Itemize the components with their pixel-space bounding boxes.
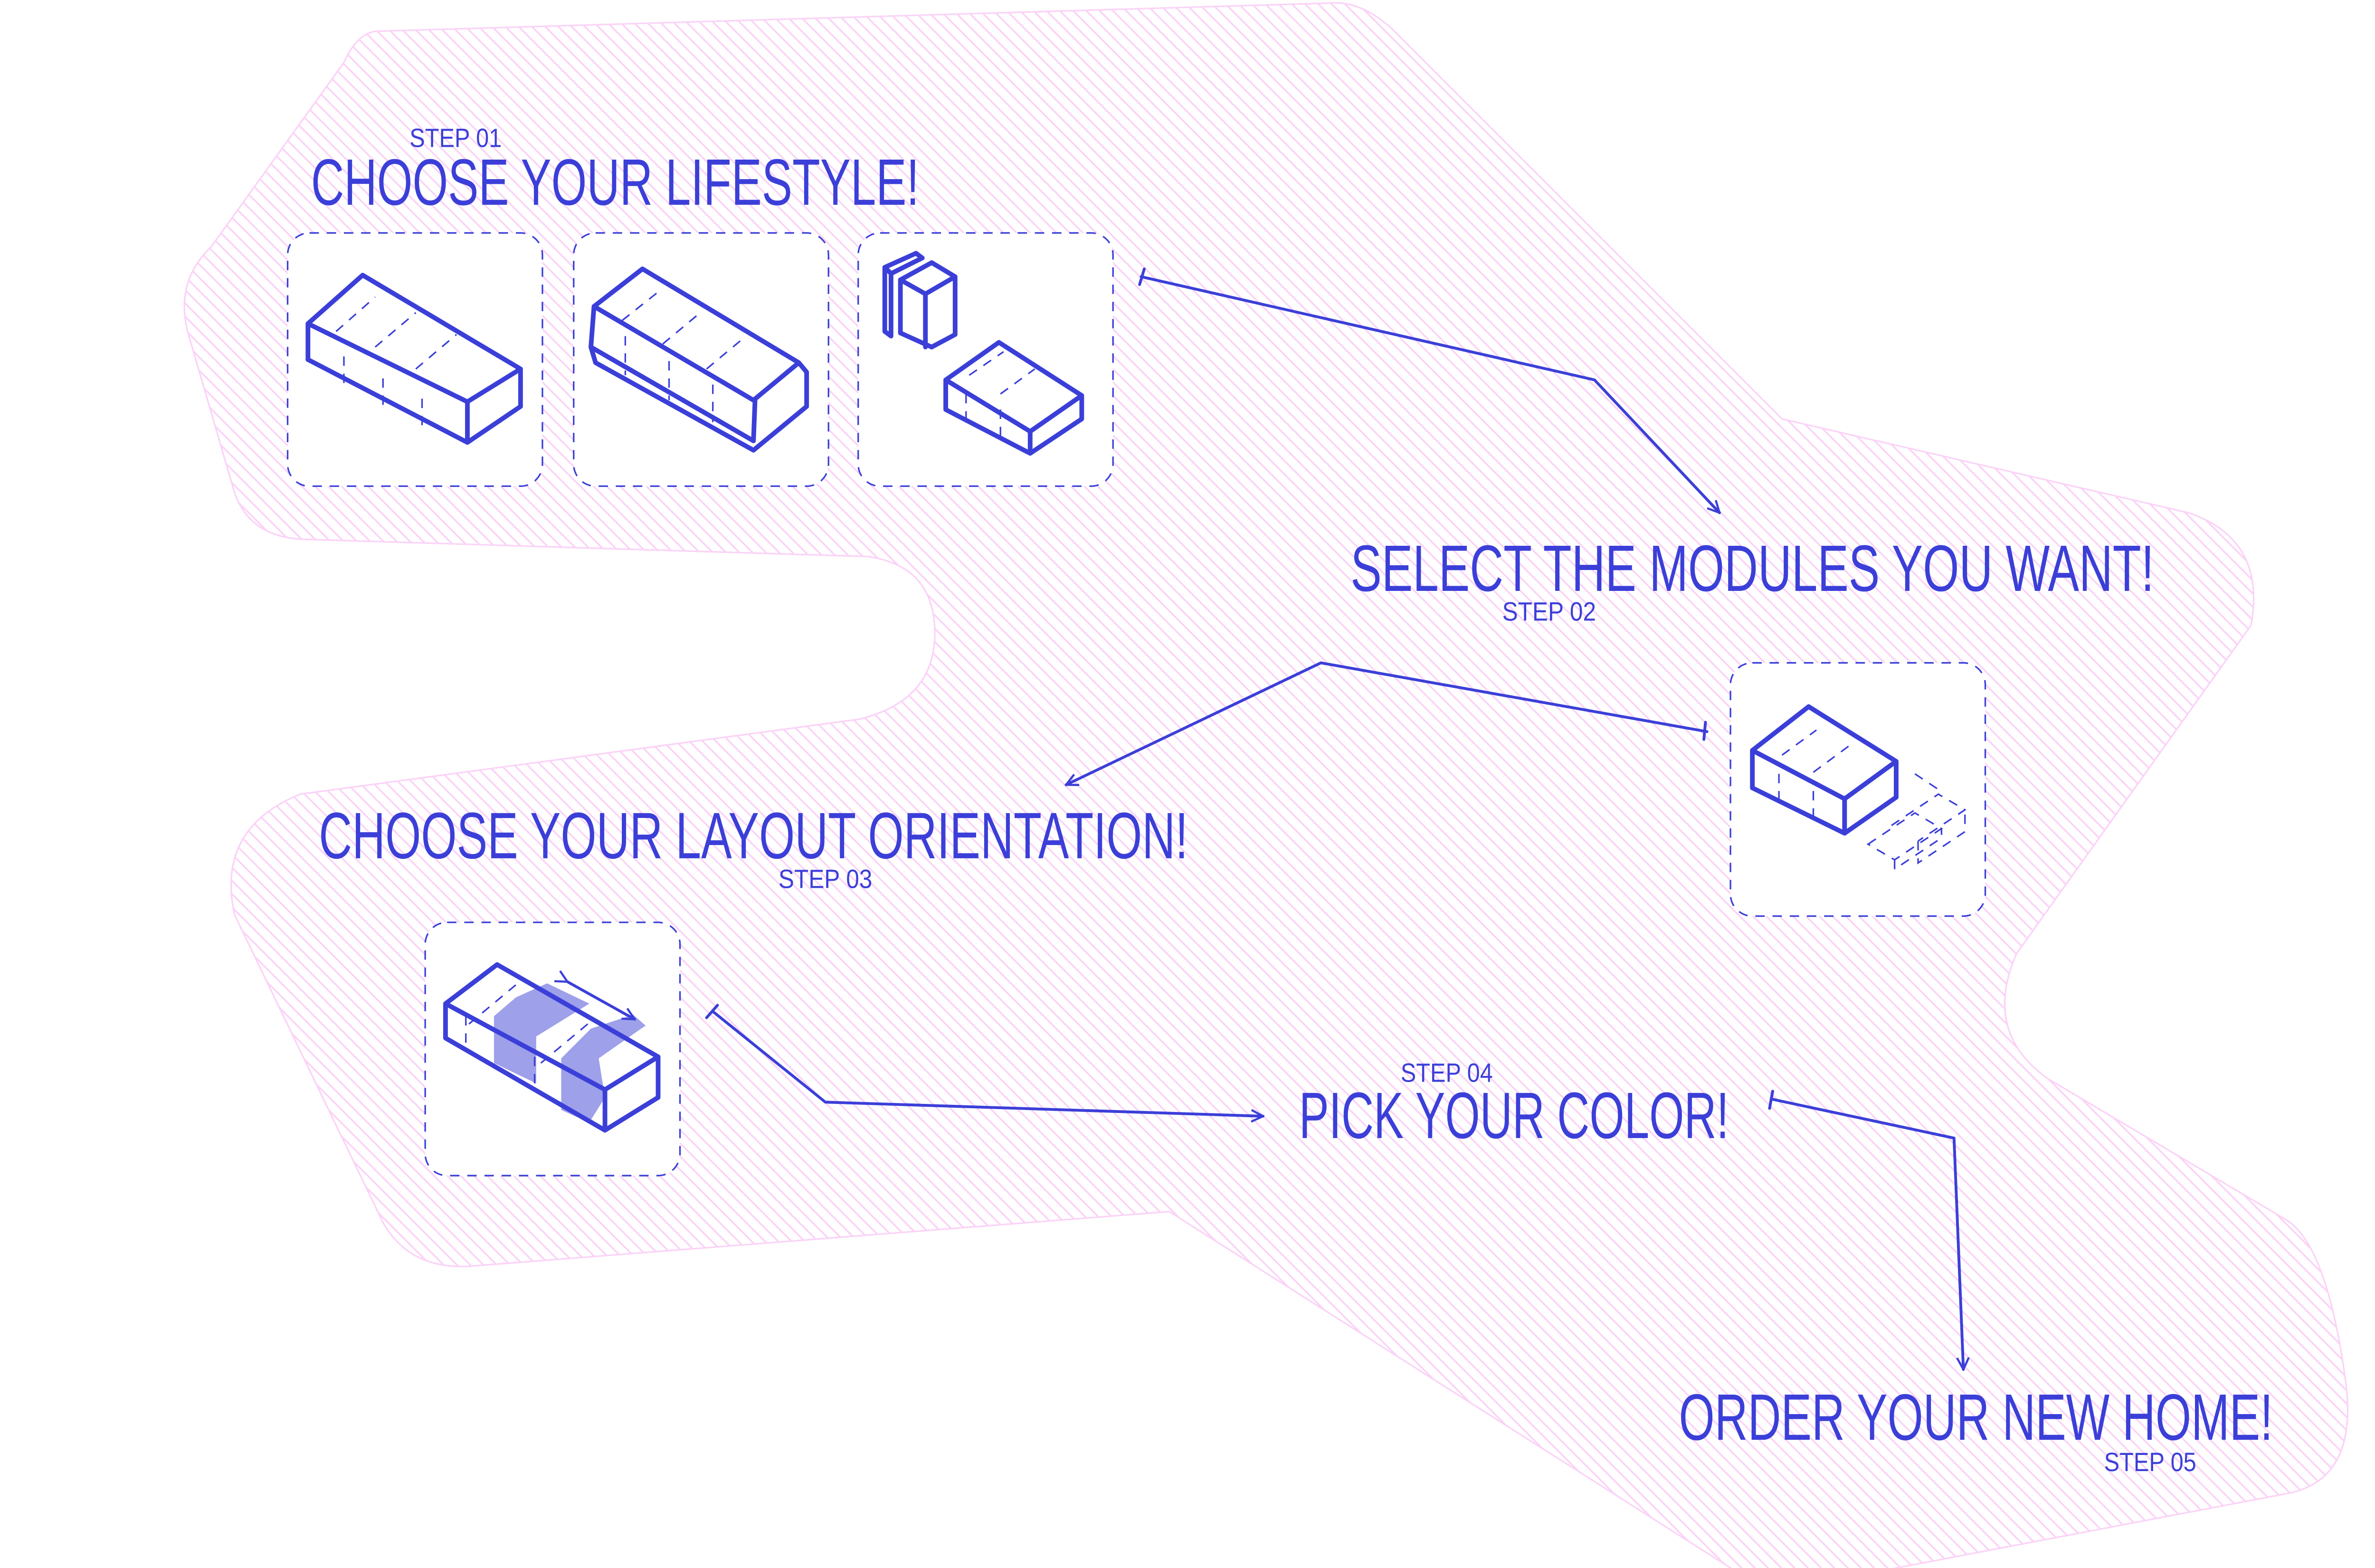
step-02-title: SELECT THE MODULES YOU WANT! [1350,532,2154,605]
step-05-label: STEP 05 [2104,1447,2196,1477]
step-03-label: STEP 03 [779,864,872,893]
arrow-step2-to-step3 [1066,661,1709,787]
lifestyle-option-3[interactable] [857,232,1114,487]
lifestyle-option-2[interactable] [573,232,829,487]
single-module-icon [305,273,523,445]
arrow-step4-to-step5 [1768,1090,1963,1369]
arrow-step1-to-step2 [1138,267,1720,513]
add-module-icon [1750,704,1966,871]
step-02-label: STEP 02 [1502,597,1596,627]
step-04-title: PICK YOUR COLOR! [1299,1079,1729,1152]
orientation-bands-icon [443,962,661,1133]
layout-option[interactable] [424,922,681,1177]
split-modules-icon [882,251,1084,456]
sloped-roof-module-icon [589,266,809,453]
module-option[interactable] [1729,662,1986,917]
step-01-label: STEP 01 [409,123,502,152]
step-04-label: STEP 04 [1401,1057,1493,1087]
step-03-title: CHOOSE YOUR LAYOUT ORIENTATION! [319,799,1188,873]
step-05-title: ORDER YOUR NEW HOME! [1679,1381,2273,1454]
arrow-step3-to-step4 [705,1004,1265,1116]
lifestyle-option-1[interactable] [286,232,543,487]
step-01-title: CHOOSE YOUR LIFESTYLE! [311,146,919,219]
